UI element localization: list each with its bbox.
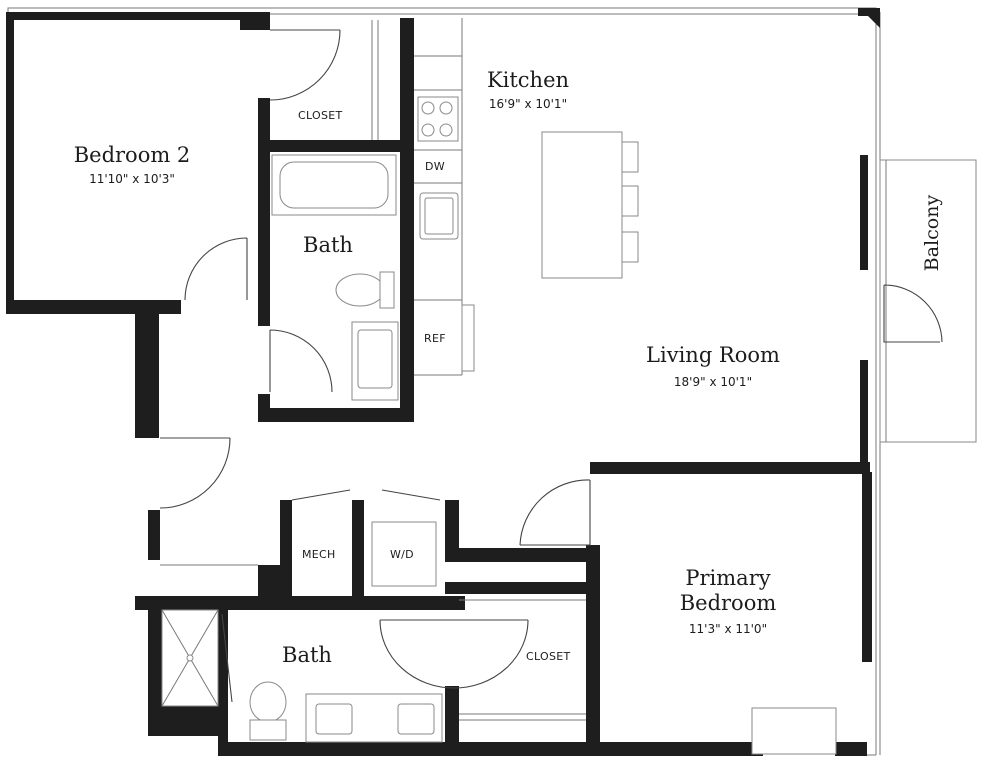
laundry-area: MECH W/D — [291, 489, 441, 587]
primary-name-line1: Primary — [685, 566, 770, 590]
kitchen-dims: 16'9" x 10'1" — [489, 97, 567, 111]
bedroom2-dims: 11'10" x 10'3" — [89, 172, 175, 186]
closet-primary-label: CLOSET — [526, 650, 571, 663]
bedroom2-door — [184, 237, 248, 301]
closet-top-label: CLOSET — [298, 109, 343, 122]
bath2-fixtures — [161, 609, 443, 743]
room-labels: Bedroom 2 11'10" x 10'3" Kitchen 16'9" x… — [74, 68, 943, 667]
stove-icon — [417, 96, 459, 142]
bath1-fixtures — [269, 154, 399, 401]
top-closet: CLOSET — [269, 20, 379, 140]
primary-name-line2: Bedroom — [680, 591, 777, 615]
kitchen-sink-icon — [419, 192, 459, 240]
bedroom2-name: Bedroom 2 — [74, 143, 191, 167]
wd-label: W/D — [390, 548, 414, 561]
kitchen-island — [541, 131, 639, 279]
ref-label: REF — [424, 332, 446, 345]
balcony — [879, 159, 977, 443]
primary-closet: CLOSET — [379, 599, 586, 721]
living-dims: 18'9" x 10'1" — [674, 375, 752, 389]
kitchen-name: Kitchen — [487, 68, 569, 92]
dw-label: DW — [425, 160, 445, 173]
primary-door — [519, 479, 591, 546]
kitchen-counter: DW REF — [414, 18, 475, 376]
bath1-name: Bath — [303, 233, 353, 257]
entry-door — [159, 437, 231, 509]
mech-label: MECH — [302, 548, 336, 561]
primary-window-box — [751, 707, 837, 755]
primary-dims: 11'3" x 11'0" — [689, 622, 767, 636]
walls — [6, 8, 880, 756]
living-name: Living Room — [646, 343, 780, 367]
bath2-name: Bath — [282, 643, 332, 667]
balcony-name: Balcony — [921, 195, 943, 272]
